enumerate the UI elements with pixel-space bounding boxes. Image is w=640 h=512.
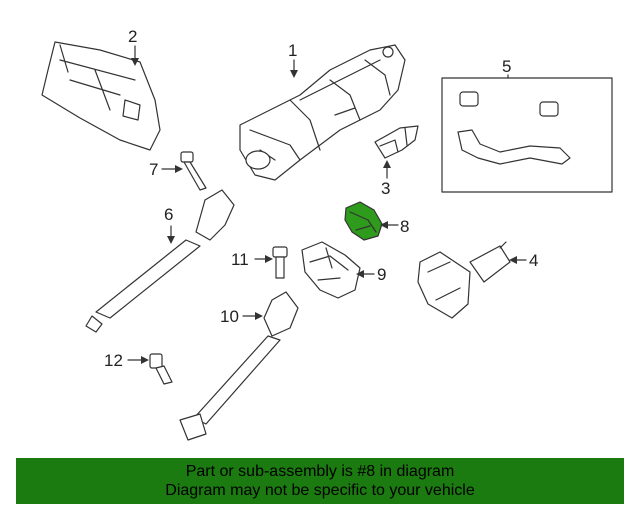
- callout-2: 2: [128, 27, 137, 46]
- part-11-bolt[interactable]: [272, 246, 288, 279]
- part-info-banner: Part or sub-assembly is #8 in diagram Di…: [16, 458, 624, 504]
- parts-diagram: 2 1 3 5 7 8: [41, 27, 613, 441]
- part-3-bracket[interactable]: [374, 125, 419, 159]
- part-9-bracket[interactable]: [301, 241, 361, 299]
- callout-8: 8: [400, 217, 409, 236]
- callout-1: 1: [288, 41, 297, 60]
- callout-3: 3: [381, 179, 390, 198]
- part-4-motor[interactable]: [417, 241, 511, 319]
- part-12-bolt[interactable]: [149, 353, 173, 385]
- callout-4: 4: [529, 251, 538, 270]
- callout-10: 10: [220, 307, 239, 326]
- banner-line-2: Diagram may not be specific to your vehi…: [165, 482, 475, 499]
- part-10-lower-shaft[interactable]: [179, 291, 299, 441]
- callout-12: 12: [104, 351, 123, 370]
- part-8-highlighted[interactable]: [344, 201, 383, 241]
- part-2-bracket[interactable]: [41, 41, 161, 151]
- part-6-intermediate-shaft[interactable]: [85, 189, 235, 333]
- part-1-steering-column[interactable]: [239, 44, 406, 181]
- callout-7: 7: [149, 160, 158, 179]
- banner-line-1: Part or sub-assembly is #8 in diagram: [185, 463, 455, 480]
- part-7-bolt[interactable]: [180, 151, 207, 191]
- part-5-kit[interactable]: [441, 77, 613, 193]
- callout-5: 5: [502, 57, 511, 76]
- callout-6: 6: [164, 205, 173, 224]
- callout-11: 11: [231, 250, 249, 269]
- callout-9: 9: [377, 265, 386, 284]
